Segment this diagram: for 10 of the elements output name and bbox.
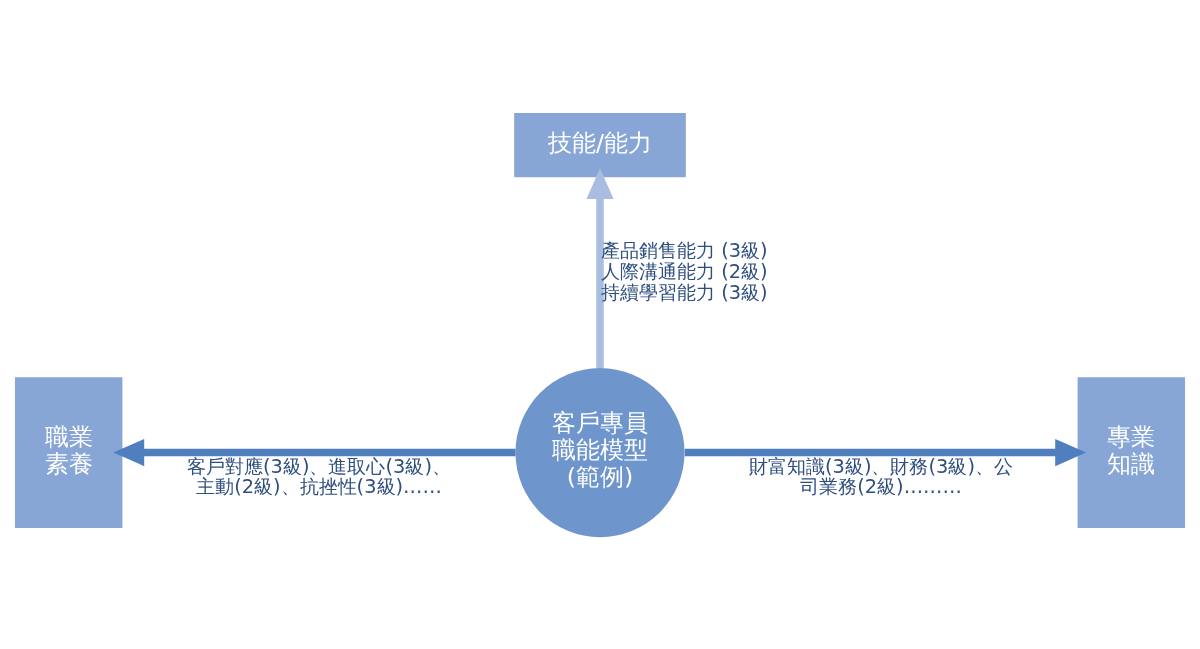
edge-label: 產品銷售能力 (3級)人際溝通能力 (2級)持續學習能力 (3級) [601,238,768,304]
node-box: 專業知識 [1077,376,1186,528]
node-box: 職業素養 [14,376,123,528]
arrow [113,438,516,466]
edge-label: 客戶對應(3級)、進取心(3級)、主動(2級)、抗挫性(3級)…… [187,454,451,498]
edge-label: 財富知識(3級)、財務(3級)、公司業務(2級)……… [749,454,1013,498]
node-circle: 客戶專員職能模型(範例) [515,367,685,537]
arrow [684,438,1087,466]
node-box: 技能/能力 [514,112,686,177]
arrow [586,167,614,368]
